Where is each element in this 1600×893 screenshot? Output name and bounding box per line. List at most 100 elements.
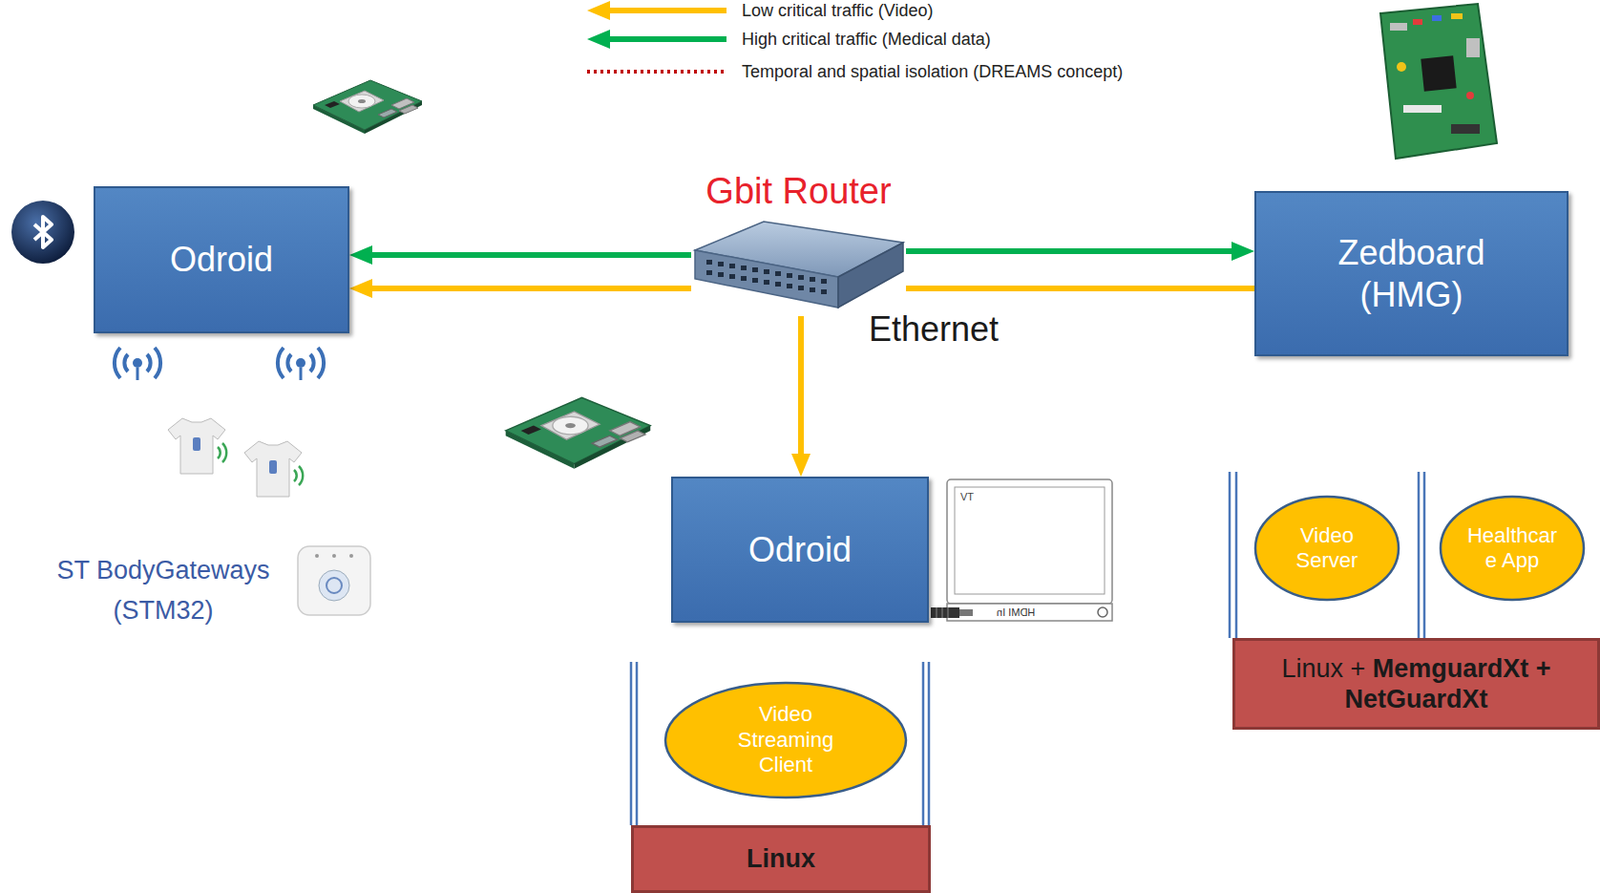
zedboard-board	[1451, 124, 1480, 134]
router-picture	[798, 285, 804, 291]
node-title: Video Streaming Client	[728, 701, 843, 778]
zedboard-board	[1466, 91, 1474, 100]
router-picture	[798, 274, 804, 280]
router-picture	[706, 259, 713, 265]
legend-text: Temporal and spatial isolation (DREAMS c…	[741, 62, 1123, 82]
legend-sample	[587, 29, 611, 49]
router-picture	[752, 277, 758, 283]
monitor-picture	[942, 607, 944, 618]
stack-wall	[1417, 471, 1421, 638]
os-bar: Linux	[631, 824, 931, 893]
router-heading: Gbit Router	[705, 169, 891, 214]
stack-wall	[630, 661, 633, 825]
bodygateway-device	[315, 553, 319, 558]
legend-sample	[587, 0, 611, 21]
zedboard-board	[1412, 19, 1423, 25]
monitor-picture	[959, 609, 973, 616]
legend-item: Temporal and spatial isolation (DREAMS c…	[741, 61, 1123, 83]
legend-text: Low critical traffic (Video)	[741, 0, 933, 21]
sensor-shirt	[244, 441, 303, 497]
monitor-picture	[947, 479, 1113, 604]
monitor-picture	[930, 607, 960, 618]
router-node: Gbit Router	[691, 219, 906, 316]
stack-wall	[635, 661, 639, 825]
node-title: Odroid	[748, 528, 852, 570]
router-picture	[775, 281, 781, 287]
board-box: Odroid	[671, 476, 929, 623]
stack-wall	[1235, 471, 1239, 638]
router-picture	[740, 275, 747, 281]
router-picture	[763, 279, 770, 285]
bluetooth-icon	[11, 200, 75, 264]
ellipse-outline	[1255, 496, 1399, 600]
bodygateway-device	[297, 546, 371, 615]
monitor-picture	[936, 607, 938, 618]
traffic-arrow	[360, 252, 692, 258]
router-picture	[694, 250, 839, 308]
traffic-arrow	[905, 248, 1243, 254]
legend-item: Low critical traffic (Video)	[741, 0, 933, 22]
traffic-arrow	[798, 315, 804, 465]
zedboard-board	[1389, 22, 1408, 31]
node-title: Linux + MemguardXt + NetGuardXt	[1244, 652, 1589, 716]
stack-wall	[922, 661, 926, 825]
legend-sample	[587, 69, 727, 74]
network-label: Ethernet	[868, 308, 999, 351]
bluetooth-icon	[11, 200, 75, 264]
zedboard-board	[1396, 62, 1407, 72]
router-picture	[729, 273, 736, 279]
board-box: Zedboard (HMG)	[1254, 190, 1569, 357]
router-picture	[694, 221, 904, 308]
router-picture	[821, 278, 827, 284]
app-ellipse: Video Server	[1253, 494, 1401, 602]
device-label: ST BodyGateways (STM32)	[43, 549, 283, 631]
router-picture	[821, 289, 827, 295]
node-title: Video Server	[1283, 523, 1371, 574]
legend-sample	[587, 0, 727, 72]
router-picture	[809, 276, 816, 282]
router-picture	[786, 283, 793, 289]
node-title: Healthcar e App	[1464, 523, 1560, 574]
router-picture	[775, 271, 781, 276]
bodygateway-device	[297, 546, 371, 615]
monitor-picture	[947, 603, 1113, 621]
node-title: MemguardXt + NetGuardXt	[1344, 653, 1551, 714]
traffic-arrow	[905, 285, 1255, 292]
monitor-picture	[1097, 607, 1108, 617]
bodygateway-device	[349, 553, 354, 558]
zedboard-board	[1451, 13, 1463, 20]
router-picture	[740, 265, 747, 271]
stack-wall	[927, 661, 931, 825]
router-picture	[838, 242, 904, 308]
legend-text: High critical traffic (Medical data)	[741, 29, 991, 49]
wireless-icon	[114, 347, 161, 380]
stack-wall	[1228, 471, 1232, 638]
os-bar: Linux + MemguardXt + NetGuardXt	[1232, 637, 1600, 730]
odroid-board	[313, 80, 422, 134]
router-picture	[717, 272, 724, 277]
node-title: Zedboard (HMG)	[1321, 231, 1503, 315]
monitor-picture	[947, 607, 949, 618]
node-title: Odroid	[169, 238, 274, 280]
bluetooth-icon	[34, 216, 52, 248]
router-picture	[706, 259, 827, 295]
traffic-arrow	[360, 285, 692, 292]
port-label: HDMI In	[996, 606, 1035, 619]
bodygateway-device	[332, 553, 337, 558]
router-picture	[717, 261, 724, 267]
router-picture	[786, 273, 793, 278]
node-title: Linux +	[1281, 653, 1372, 683]
zedboard-board	[1420, 55, 1456, 91]
app-ellipse: Healthcar e App	[1438, 494, 1586, 602]
monitor-picture	[954, 486, 1105, 594]
bodygateway-device	[326, 577, 342, 593]
screen-label: VT	[960, 490, 974, 504]
zedboard-board	[1380, 3, 1497, 159]
sensor-shirt	[168, 418, 227, 474]
odroid-board	[505, 397, 652, 468]
ellipse-outline	[1440, 496, 1584, 600]
zedboard-board	[1380, 3, 1497, 159]
node-title: Linux	[746, 842, 816, 874]
legend-sample	[607, 7, 727, 14]
